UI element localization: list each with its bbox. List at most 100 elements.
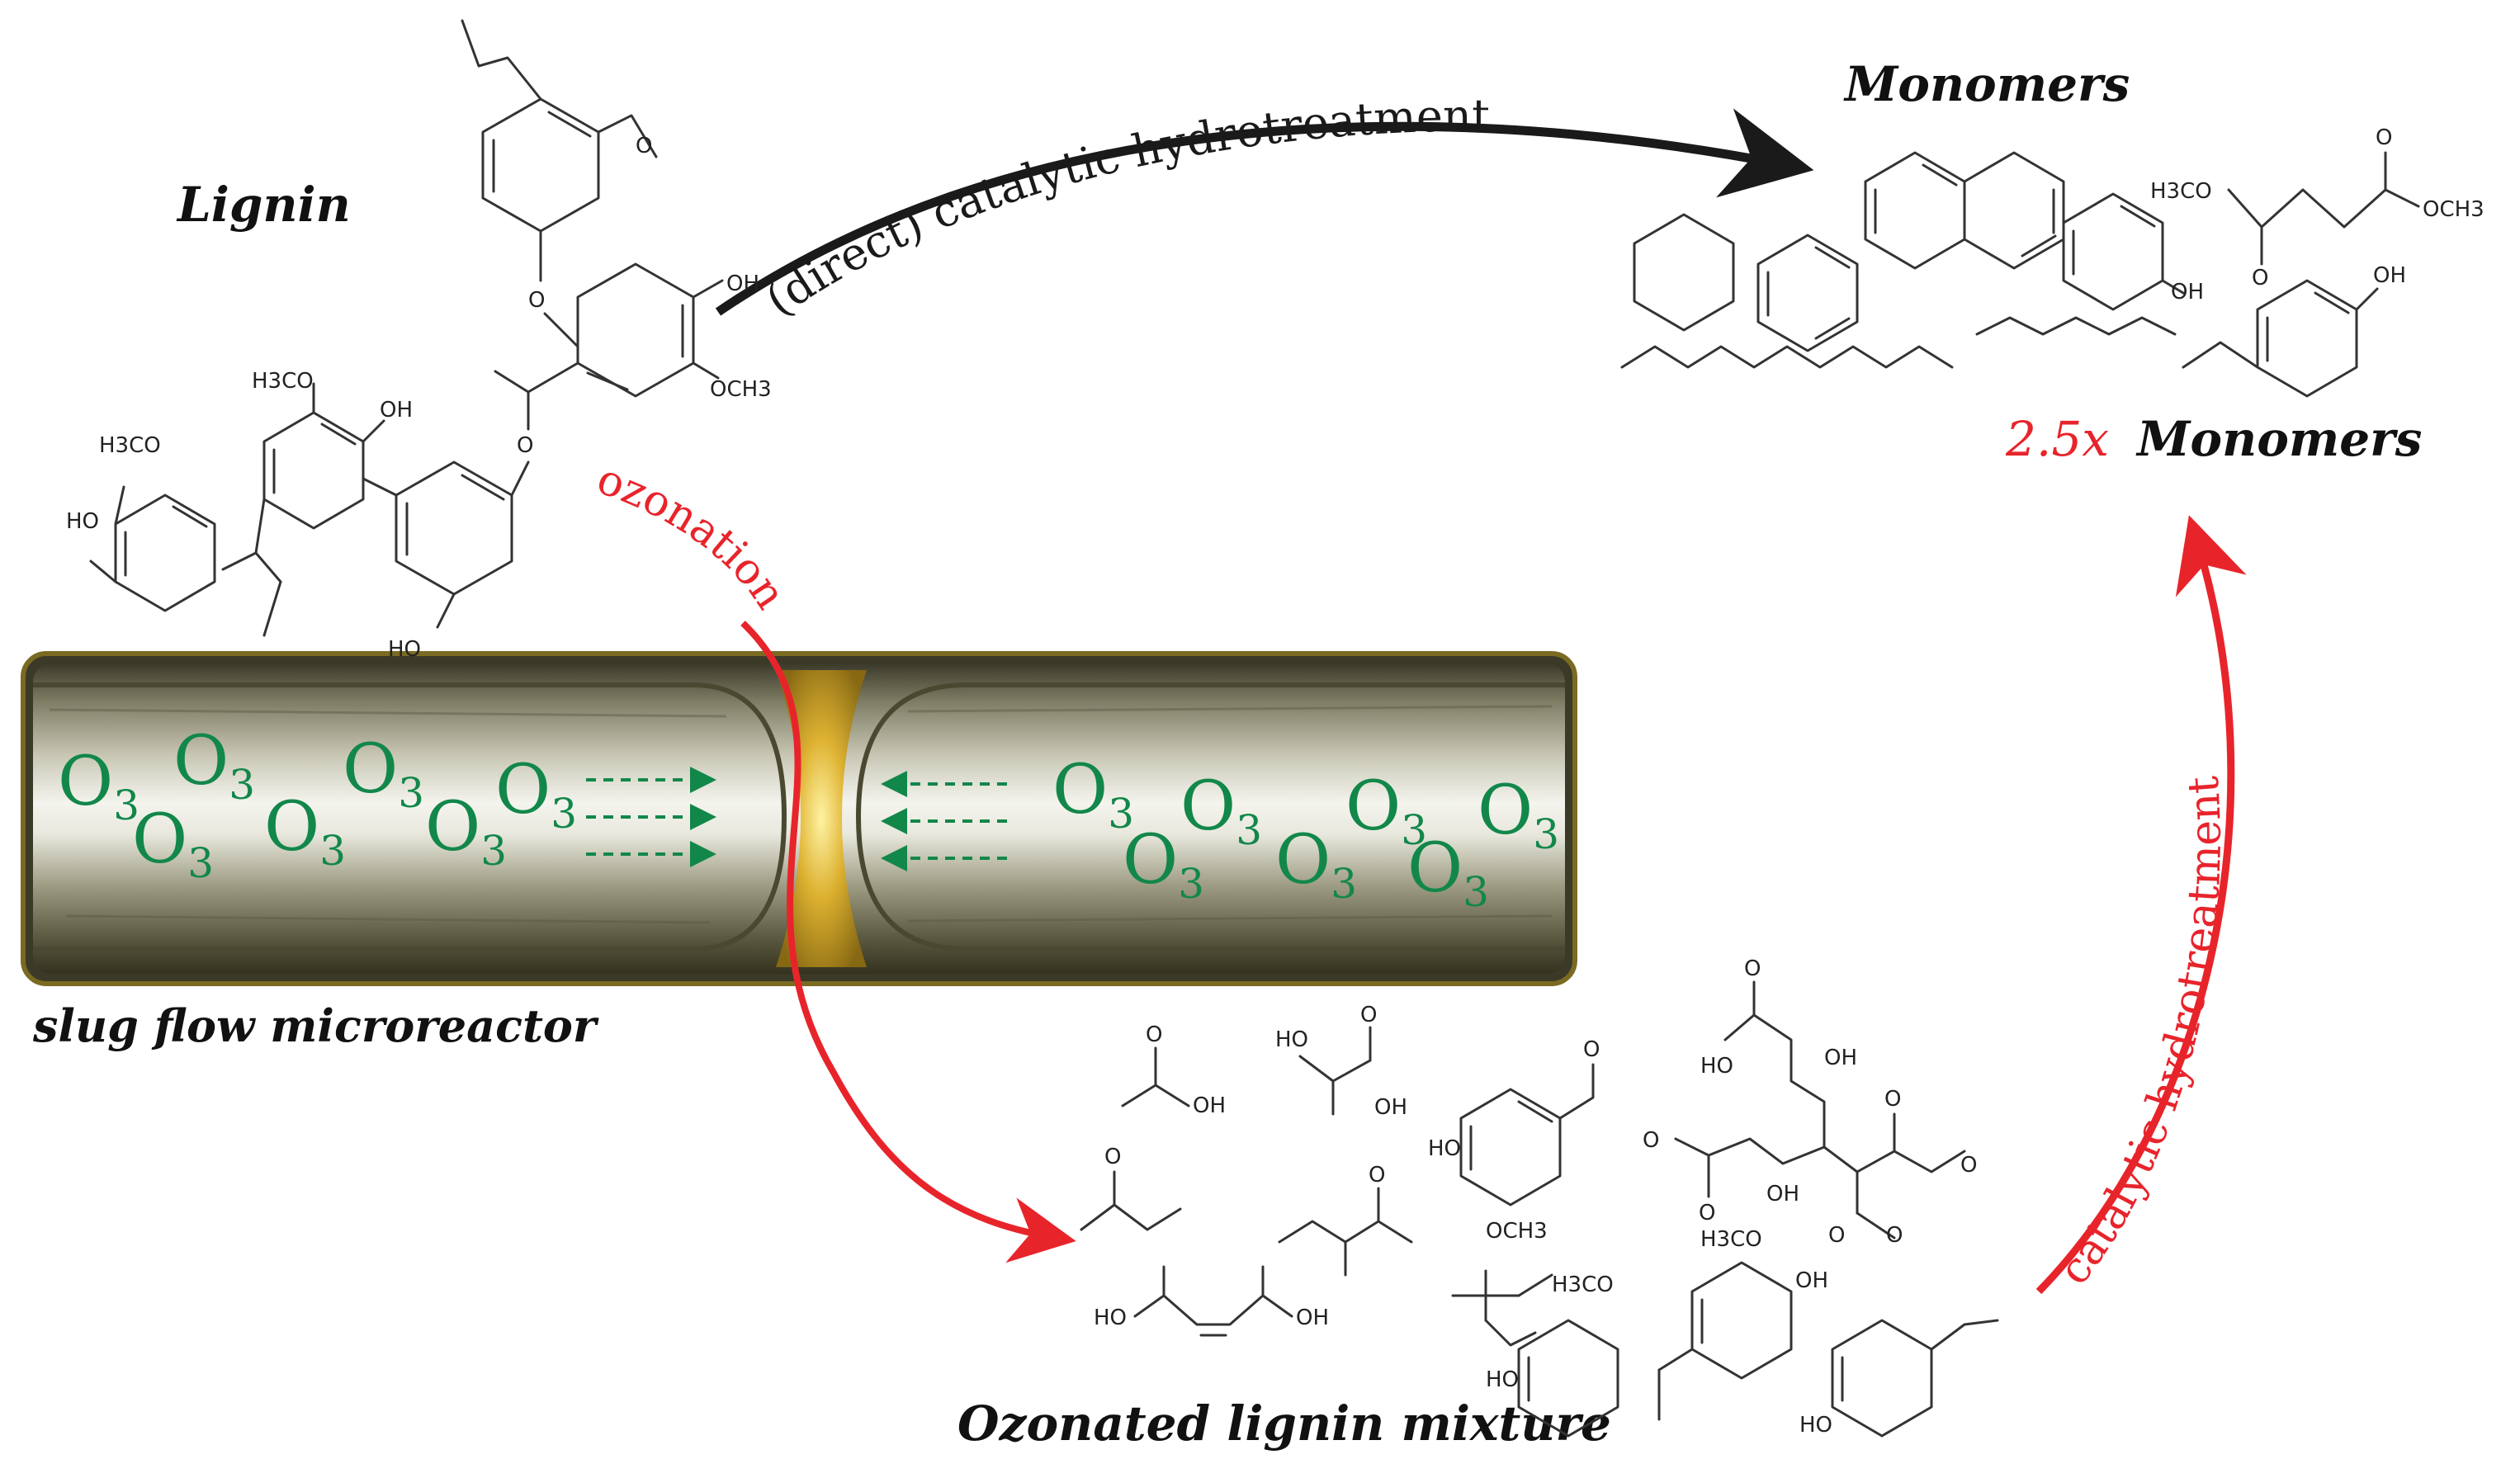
vanillin-o: O bbox=[1583, 1037, 1600, 1062]
monomers-yield-label: 2.5x Monomers bbox=[2005, 411, 2422, 467]
phenol: OH bbox=[2062, 192, 2204, 311]
lower-h3co-2: H3CO bbox=[1552, 1273, 1614, 1297]
direct-hydrotreatment-arrow: (direct) catalytic hydrotreatment bbox=[715, 89, 1814, 327]
ozone-label: O3 bbox=[343, 730, 424, 817]
oxalic-oh: OH bbox=[1374, 1095, 1407, 1120]
lignin-ring-lower-right: HO bbox=[362, 460, 530, 662]
lower-oh: OH bbox=[1795, 1268, 1828, 1293]
ozone-label: O3 bbox=[425, 788, 507, 875]
svg-text:catalytic hydrotreatment: catalytic hydrotreatment bbox=[2050, 774, 2231, 1294]
svg-text:ozonation: ozonation bbox=[591, 454, 796, 617]
slug-flow-microreactor bbox=[21, 651, 1577, 986]
monomers-factor: 2.5x bbox=[2005, 411, 2109, 467]
atom-ho-2: HO bbox=[66, 509, 99, 534]
maleic-acid: HO OH bbox=[1094, 1265, 1329, 1337]
frag-o-7: O bbox=[1886, 1223, 1903, 1248]
ozone-label: O3 bbox=[1407, 829, 1489, 916]
ozone-label: O3 bbox=[132, 800, 214, 887]
dimethyl-oxalate: O bbox=[1278, 1163, 1413, 1277]
lignin-ring-left: H3CO HO bbox=[66, 433, 216, 612]
lower-h3co: H3CO bbox=[1700, 1227, 1762, 1252]
catalytic-hydrotreatment-arrow: catalytic hydrotreatment bbox=[2035, 515, 2247, 1295]
lignin-structure: O O OH OCH3 O HO bbox=[66, 19, 772, 662]
catalytic-arrow-text: catalytic hydrotreatment bbox=[2050, 774, 2231, 1294]
frag-o-5: O bbox=[1960, 1153, 1977, 1178]
lignin-ring-top: O O bbox=[461, 19, 658, 348]
frag-oh-2: OH bbox=[1766, 1182, 1799, 1206]
lignin-label: Lignin bbox=[176, 177, 351, 233]
frag-o-1: O bbox=[1744, 956, 1761, 981]
frag-ho-1: HO bbox=[1700, 1054, 1733, 1079]
atom-ether-o2: O bbox=[517, 433, 533, 458]
ozone-label: O3 bbox=[495, 751, 577, 838]
ozonated-mixture-label: Ozonated lignin mixture bbox=[957, 1395, 1611, 1452]
ozone-label: O3 bbox=[1345, 767, 1427, 854]
oxalic-acid: HO O OH bbox=[1275, 1003, 1407, 1120]
atom-oh-1: OH bbox=[726, 272, 759, 296]
ozone-label: O3 bbox=[1123, 821, 1204, 908]
svg-text:2.5x Monomers: 2.5x Monomers bbox=[2005, 411, 2422, 467]
lower-ho-2: HO bbox=[1486, 1367, 1519, 1392]
ozone-label: O3 bbox=[1477, 772, 1559, 858]
ester-o-2: O bbox=[2376, 125, 2392, 150]
lower-ho-1: HO bbox=[1799, 1413, 1832, 1438]
ozone-label: O3 bbox=[58, 743, 139, 829]
cyclohexane bbox=[1633, 213, 1735, 332]
dioxalate-o: O bbox=[1369, 1163, 1385, 1188]
ozonation-arrow-text: ozonation bbox=[591, 454, 796, 617]
dimethyl-succinate: H3CO O O OCH3 bbox=[2150, 125, 2485, 290]
atom-o-methoxy: O bbox=[636, 134, 652, 158]
ozone-label: O3 bbox=[264, 788, 346, 875]
atom-och3-1: OCH3 bbox=[710, 377, 772, 402]
maleic-ho: HO bbox=[1094, 1306, 1127, 1330]
acetic-oh: OH bbox=[1193, 1093, 1226, 1118]
dimethoxypropane bbox=[1451, 1269, 1553, 1347]
benzene bbox=[1756, 234, 1859, 352]
ozonated-lignin-fragment: HO H3CO OH H3CO HO bbox=[1486, 1227, 1999, 1438]
lignin-ring-middle: OH OCH3 O bbox=[494, 262, 772, 458]
frag-o-6: O bbox=[1828, 1223, 1845, 1248]
propylphenol: OH bbox=[2182, 263, 2406, 398]
atom-ether-o: O bbox=[528, 288, 545, 313]
frag-o-2: O bbox=[1643, 1128, 1659, 1153]
ozone-label: O3 bbox=[173, 722, 255, 809]
ester-h3co: H3CO bbox=[2150, 179, 2212, 204]
naphthalene bbox=[1864, 151, 2065, 270]
frag-o-3: O bbox=[1699, 1201, 1715, 1225]
monomers-after: Monomers bbox=[2135, 411, 2422, 467]
long-alkane bbox=[1620, 345, 1954, 369]
vanillin: O HO OCH3 bbox=[1428, 1037, 1600, 1244]
reactor-label: slug flow microreactor bbox=[32, 999, 599, 1052]
ester-o-1: O bbox=[2252, 266, 2268, 290]
short-alkane bbox=[1975, 316, 2177, 336]
acetic-o: O bbox=[1146, 1022, 1162, 1047]
ozonated-products: O OH HO O OH O HO OCH3 O HO OH bbox=[1080, 956, 1999, 1438]
direct-arrow-text: (direct) catalytic hydrotreatment bbox=[757, 89, 1491, 326]
atom-ho-1: HO bbox=[388, 637, 421, 662]
propylphenol-oh: OH bbox=[2373, 263, 2406, 288]
methyl-acetate: O bbox=[1080, 1145, 1182, 1231]
atom-oh-2: OH bbox=[380, 398, 413, 423]
oxalic-o: O bbox=[1360, 1003, 1377, 1027]
maleic-oh: OH bbox=[1296, 1306, 1329, 1330]
ozone-label: O3 bbox=[1275, 821, 1357, 908]
lignin-ring-central: H3CO OH bbox=[221, 369, 413, 637]
frag-o-4: O bbox=[1884, 1087, 1901, 1112]
ester-och3: OCH3 bbox=[2423, 197, 2485, 222]
monomer-structures: OH H3CO O O OCH3 OH bbox=[1620, 125, 2485, 398]
acetic-acid: O OH bbox=[1121, 1022, 1226, 1118]
ozone-label: O3 bbox=[1180, 767, 1262, 854]
monomers-label: Monomers bbox=[1843, 56, 2130, 112]
ozonated-fragment: O HO OH O O OH O O O O bbox=[1643, 956, 1977, 1248]
vanillin-ho: HO bbox=[1428, 1136, 1461, 1161]
oxalic-ho: HO bbox=[1275, 1027, 1308, 1052]
phenol-oh: OH bbox=[2171, 280, 2204, 305]
vanillin-och3: OCH3 bbox=[1486, 1219, 1548, 1244]
frag-oh-1: OH bbox=[1824, 1046, 1857, 1070]
svg-text:(direct) catalytic hydrotreatm: (direct) catalytic hydrotreatment bbox=[757, 89, 1491, 326]
ozone-flow-arrows bbox=[586, 767, 1007, 871]
atom-h3co-2: H3CO bbox=[99, 433, 161, 458]
